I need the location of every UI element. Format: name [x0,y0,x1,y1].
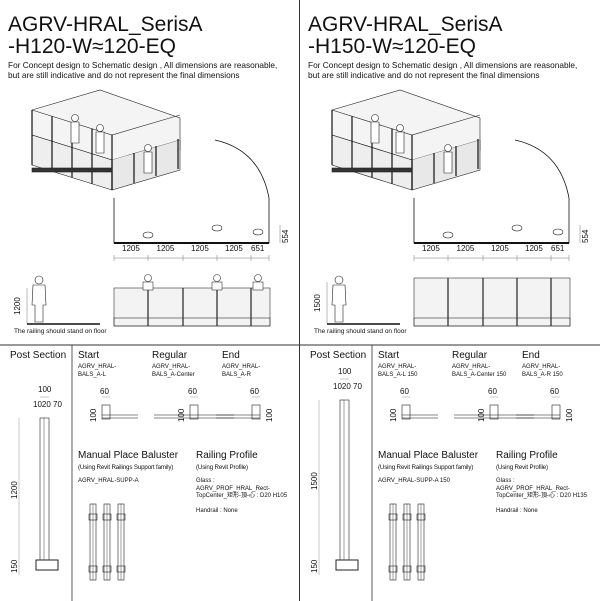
elevation-view [113,274,271,327]
regular-family-code: AGRV_HRAL- BALS_A-Center [152,364,195,378]
regular-width-dimension: 60 [188,387,197,396]
plan-dimension: 651 [551,244,565,253]
manual-baluster-drawing [88,503,126,581]
manual-baluster-subtitle: (Using Revit Railings Support family) [378,464,474,471]
end-family-code: AGRV_HRAL- BALS_A-R 150 [522,364,563,378]
drawing-canvas [300,89,600,601]
regular-baluster-detail [454,396,534,420]
manual-baluster-title: Manual Place Baluster [378,450,479,461]
regular-height-dimension: 100 [477,408,486,422]
isometric-railing-view [331,89,481,191]
railing-profile-title: Railing Profile [496,450,558,461]
post-height-dimension: 1500 [310,472,319,490]
regular-family-code: AGRV_HRAL- BALS_A-Center 150 [452,364,507,378]
start-height-dimension: 100 [389,408,398,422]
manual-baluster-code: AGRV_HRAL-SUPP-A 150 [378,478,450,484]
regular-width-dimension: 60 [488,387,497,396]
plan-depth-dimension: 554 [581,229,590,243]
height-dimension: 1200 [13,297,22,315]
start-family-code: AGRV_HRAL- BALS_A-L [78,364,117,378]
start-title: Start [378,350,400,361]
elevation-view [413,277,571,327]
start-title: Start [78,350,100,361]
handrail-spec: Handrail : None [196,508,238,514]
regular-title: Regular [452,350,488,361]
manual-baluster-subtitle: (Using Revit Railings Support family) [78,464,174,471]
regular-title: Regular [152,350,188,361]
start-width-dimension: 60 [100,387,109,396]
post-sub-dimensions: 1020 70 [33,400,62,409]
post-base-dimension: 150 [310,559,319,573]
post-section-title: Post Section [310,350,367,361]
post-height-dimension: 1200 [10,481,19,499]
plan-dimension: 1205 [191,244,209,253]
design-note-line1: For Concept design to Schematic design ,… [8,60,278,70]
end-height-dimension: 100 [265,408,274,422]
post-width-dimension: 100 [338,367,352,376]
post-section-drawing [18,396,59,575]
family-title-line2: -H120-W≈120-EQ [8,35,176,58]
height-dimension: 1500 [313,294,322,312]
end-height-dimension: 100 [565,408,574,422]
floor-caption: The railing should stand on floor [314,328,407,335]
plan-dimension: 1205 [525,244,543,253]
end-title: End [222,350,240,361]
start-family-code: AGRV_HRAL- BALS_A-L 150 [378,364,418,378]
family-title-line1: AGRV-HRAL_SerisA [8,13,203,36]
start-baluster-detail [101,396,138,420]
floor-caption: The railing should stand on floor [14,328,107,335]
post-width-dimension: 100 [38,385,52,394]
glass-profile-spec: Glass : AGRV_PROF_HRAL_Rect- TopCenter_矩… [496,478,588,499]
plan-view [113,139,281,261]
post-sub-dimensions: 1020 70 [333,382,362,391]
start-width-dimension: 60 [400,387,409,396]
manual-baluster-drawing [388,503,426,581]
drawing-canvas [0,0,300,601]
regular-height-dimension: 100 [177,408,186,422]
isometric-railing-view [31,89,181,191]
plan-dimension: 1205 [122,244,140,253]
plan-dimension: 651 [251,244,265,253]
family-title-line1: AGRV-HRAL_SerisA [308,13,503,36]
start-height-dimension: 100 [89,408,98,422]
plan-dimension: 1205 [156,244,175,253]
design-note-line1: For Concept design to Schematic design ,… [308,60,578,70]
start-baluster-detail [401,396,438,420]
plan-dimension: 1205 [225,244,243,253]
post-section-drawing [318,378,359,575]
railing-profile-subtitle: (Using Revit Profile) [496,464,548,471]
design-note-line2: but are still indicative and do not repr… [308,70,540,80]
frame [300,344,600,601]
plan-depth-dimension: 554 [281,229,290,243]
end-baluster-detail [216,396,261,420]
end-family-code: AGRV_HRAL- BALS_A-R [222,364,261,378]
post-base-dimension: 150 [10,559,19,573]
manual-baluster-code: AGRV_HRAL-SUPP-A [78,478,139,484]
manual-baluster-title: Manual Place Baluster [78,450,179,461]
post-section-title: Post Section [10,350,67,361]
end-width-dimension: 60 [550,387,559,396]
plan-dimension: 1205 [491,244,509,253]
scale-figure [331,275,347,323]
plan-dimension: 1205 [456,244,475,253]
railing-profile-subtitle: (Using Revit Profile) [196,464,248,471]
scale-figure [31,275,47,323]
end-title: End [522,350,540,361]
family-title-line2: -H150-W≈120-EQ [308,35,476,58]
design-note-line2: but are still indicative and do not repr… [8,70,240,80]
frame [0,0,300,601]
end-baluster-detail [516,396,561,420]
handrail-spec: Handrail : None [496,508,538,514]
plan-view [413,139,581,261]
railing-profile-title: Railing Profile [196,450,258,461]
regular-baluster-detail [154,396,234,420]
glass-profile-spec: Glass : AGRV_PROF_HRAL_Rect- TopCenter_矩… [196,478,288,499]
end-width-dimension: 60 [250,387,259,396]
plan-dimension: 1205 [422,244,440,253]
